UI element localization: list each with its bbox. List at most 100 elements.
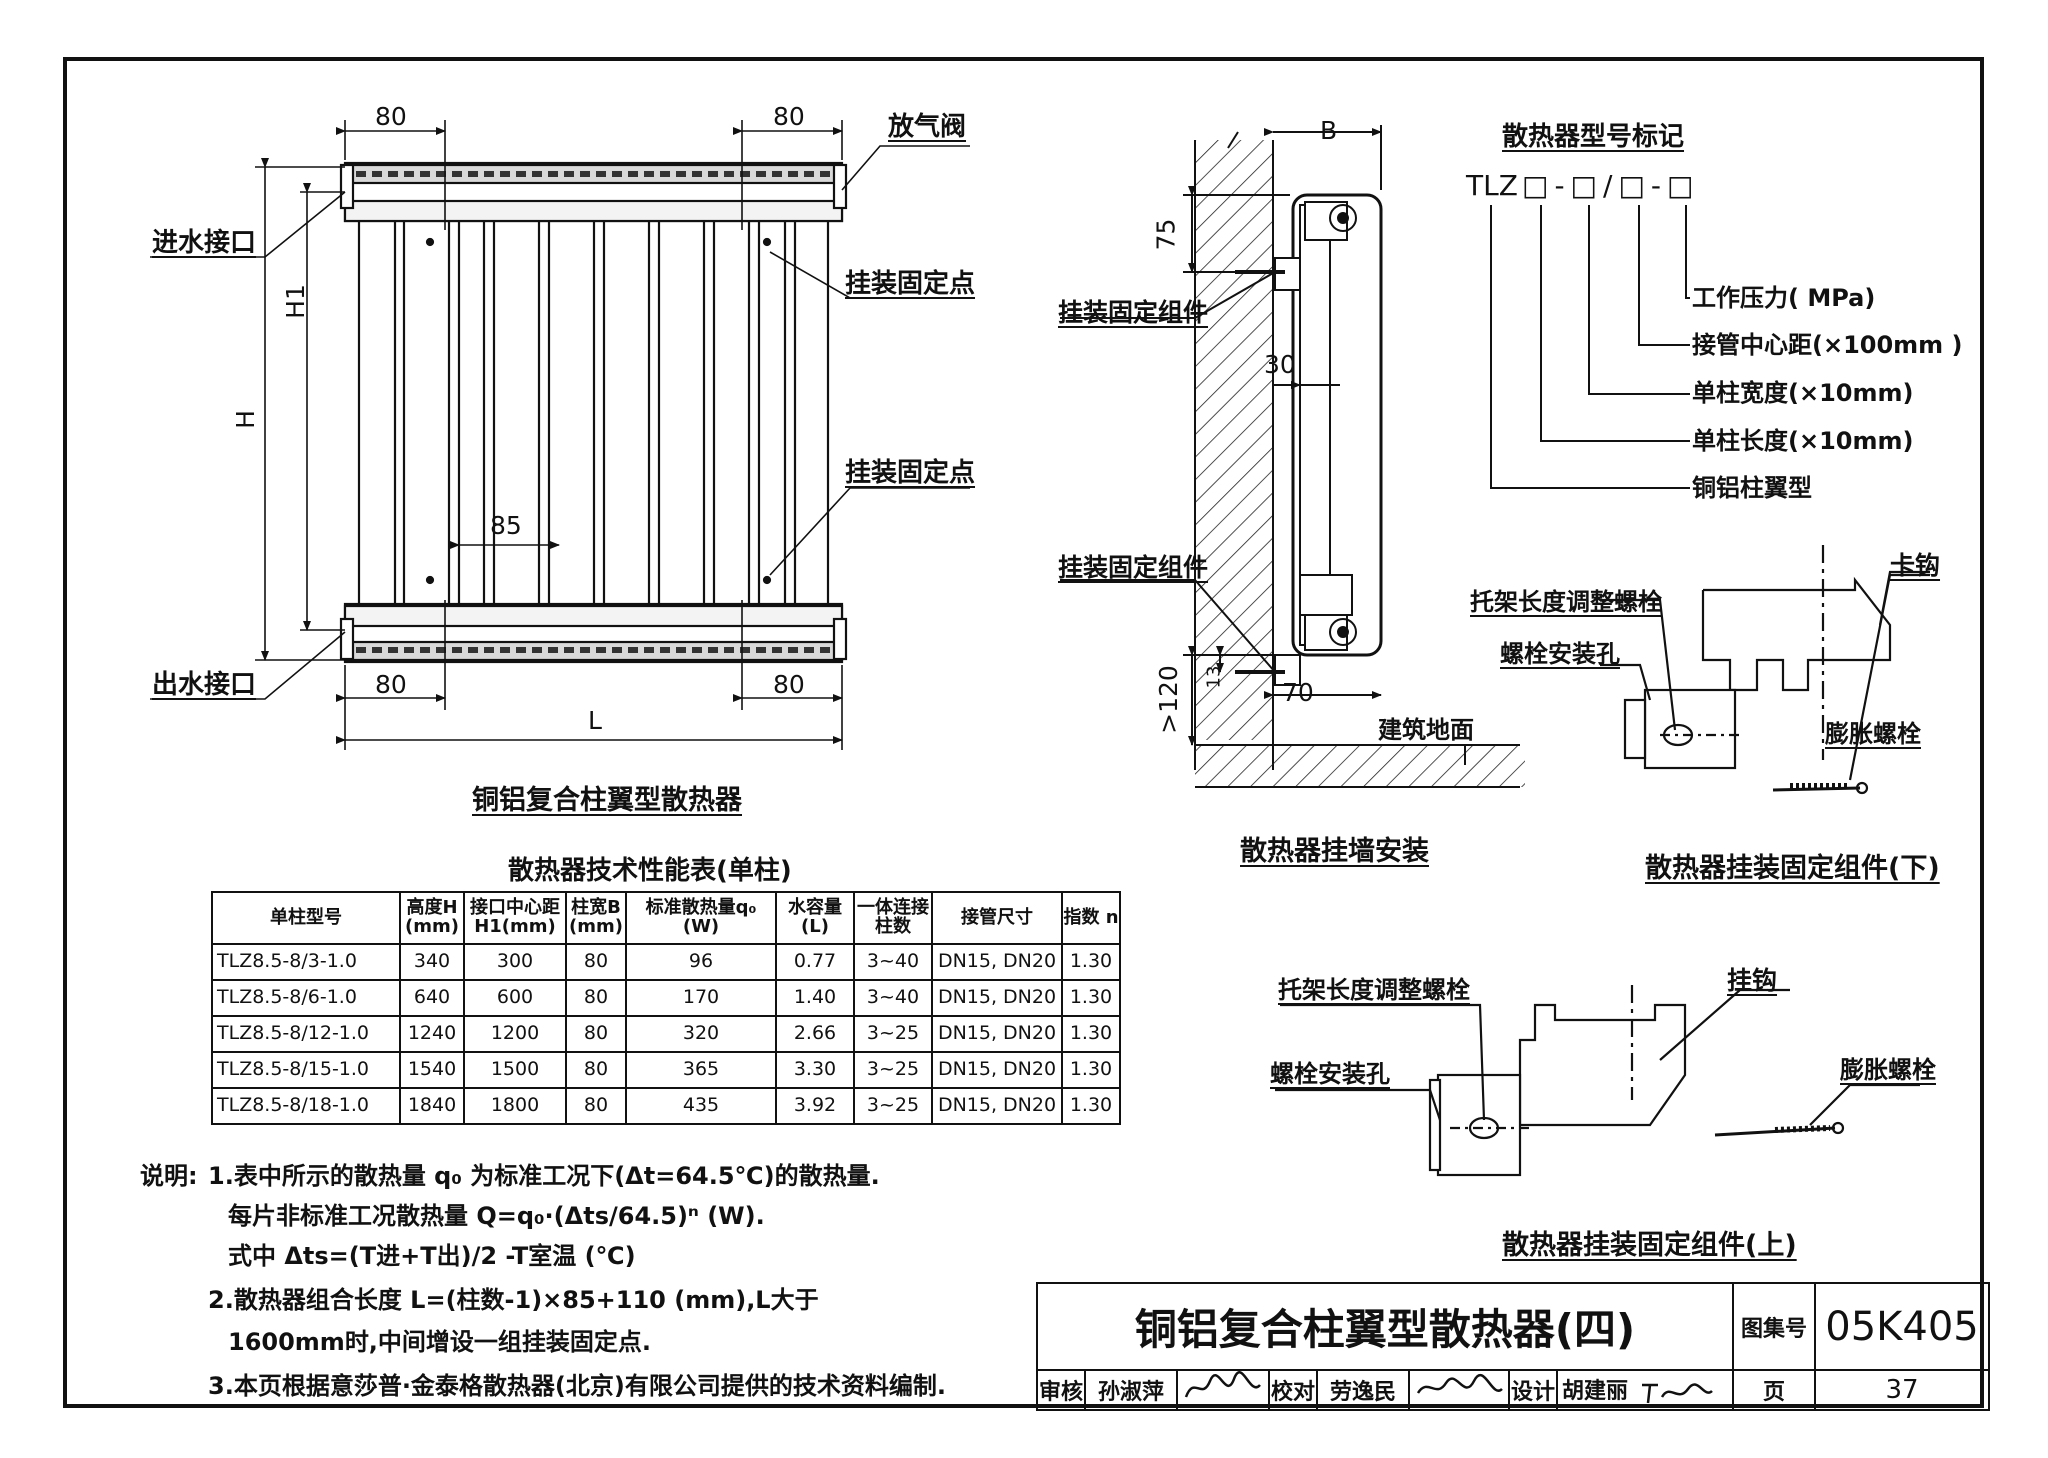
spec-cell-width: 80 [565, 943, 627, 981]
spec-cell-pipe-size: DN15, DN20 [931, 1015, 1063, 1053]
spec-cell-center-distance: 1500 [463, 1051, 567, 1089]
caption-bracket-lower: 散热器挂装固定组件(下) [1645, 853, 1940, 884]
bracket-upper-bolt-hole-label: 螺栓安装孔 [1270, 1060, 1390, 1088]
table-row: TLZ8.5-8/18-1.0 1840 1800 80 435 3.92 3~… [211, 1087, 1121, 1125]
dim-top-left: 80 [375, 102, 407, 131]
spec-header-width: 柱宽B (mm) [565, 891, 627, 945]
note-line-3: 式中 Δts=(T进+T出)/2 -T室温 (℃) [228, 1242, 636, 1270]
spec-header-columns: 一体连接 柱数 [853, 891, 933, 945]
design-label: 设计 [1508, 1369, 1558, 1411]
model-code-item-type: 铜铝柱翼型 [1692, 474, 1812, 502]
spec-cell-pipe-size: DN15, DN20 [931, 979, 1063, 1017]
spec-cell-heat-output: 96 [625, 943, 777, 981]
spec-cell-water-capacity: 1.40 [775, 979, 855, 1017]
spec-cell-pipe-size: DN15, DN20 [931, 1051, 1063, 1089]
sheet-border [63, 57, 1984, 1408]
spec-cell-height: 340 [399, 943, 465, 981]
spec-cell-heat-output: 365 [625, 1051, 777, 1089]
spec-header-water-capacity: 水容量 (L) [775, 891, 855, 945]
bracket-upper-hook-label: 挂钩 [1727, 966, 1778, 995]
spec-table-header-row: 单柱型号 高度H (mm) 接口中心距 H1(mm) 柱宽B (mm) 标准散热… [211, 891, 1121, 945]
spec-cell-heat-output: 320 [625, 1015, 777, 1053]
spec-cell-center-distance: 1200 [463, 1015, 567, 1053]
spec-cell-pipe-size: DN15, DN20 [931, 1087, 1063, 1125]
label-mount-point-upper: 挂装固定点 [845, 269, 976, 299]
spec-cell-columns: 3~25 [853, 1087, 933, 1125]
label-mount-assembly-lower: 挂装固定组件 [1058, 553, 1209, 582]
wall-install-section [1060, 125, 1525, 788]
spec-cell-index-n: 1.30 [1061, 943, 1121, 981]
spec-cell-width: 80 [565, 1015, 627, 1053]
spec-cell-center-distance: 300 [463, 943, 567, 981]
spec-cell-model: TLZ8.5-8/15-1.0 [211, 1051, 401, 1089]
bracket-upper-drawing [1275, 985, 1920, 1177]
dim-H: H [230, 410, 260, 429]
model-code-item-center-distance: 接管中心距(×100mm ) [1692, 331, 1963, 359]
spec-cell-model: TLZ8.5-8/18-1.0 [211, 1087, 401, 1125]
radiator-front-view [339, 161, 848, 664]
spec-header-index-n: 指数 n [1061, 891, 1121, 945]
designer-name: 胡建丽 [1562, 1379, 1629, 1404]
bracket-lower-expansion-bolt-label: 膨胀螺栓 [1825, 720, 1921, 748]
reviewer-signature [1176, 1369, 1270, 1411]
atlas-number: 05K405 [1814, 1282, 1990, 1371]
spec-cell-height: 1540 [399, 1051, 465, 1089]
note-line-1: 1.表中所示的散热量 q₀ 为标准工况下(Δt=64.5℃)的散热量. [208, 1162, 880, 1190]
spec-cell-columns: 3~25 [853, 1015, 933, 1053]
spec-cell-water-capacity: 0.77 [775, 943, 855, 981]
label-outlet: 出水接口 [152, 670, 257, 700]
spec-cell-columns: 3~40 [853, 943, 933, 981]
bracket-lower-drawing [1600, 545, 1930, 795]
label-mount-assembly-upper: 挂装固定组件 [1058, 298, 1209, 327]
checker-name: 劳逸民 [1316, 1369, 1410, 1411]
spec-cell-width: 80 [565, 1087, 627, 1125]
spec-header-pipe-size: 接管尺寸 [931, 891, 1063, 945]
note-line-4: 2.散热器组合长度 L=(柱数-1)×85+110 (mm),L大于 [208, 1286, 819, 1314]
spec-cell-heat-output: 170 [625, 979, 777, 1017]
drawing-title: 铜铝复合柱翼型散热器(四) [1036, 1282, 1734, 1371]
spec-cell-height: 1840 [399, 1087, 465, 1125]
checker-signature [1408, 1369, 1510, 1411]
table-row: TLZ8.5-8/3-1.0 340 300 80 96 0.77 3~40 D… [211, 943, 1121, 981]
caption-radiator-front: 铜铝复合柱翼型散热器 [472, 785, 742, 816]
bracket-lower-bolt-hole-label: 螺栓安装孔 [1500, 640, 1620, 668]
spec-cell-width: 80 [565, 979, 627, 1017]
note-line-5: 1600mm时,中间增设一组挂装固定点. [228, 1328, 652, 1356]
spec-cell-water-capacity: 2.66 [775, 1015, 855, 1053]
spec-table-title: 散热器技术性能表(单柱) [508, 856, 792, 886]
spec-cell-water-capacity: 3.30 [775, 1051, 855, 1089]
spec-cell-index-n: 1.30 [1061, 1015, 1121, 1053]
dim-B: B [1320, 116, 1338, 145]
spec-cell-center-distance: 600 [463, 979, 567, 1017]
page-number: 37 [1814, 1369, 1990, 1411]
model-code-leaders [1490, 205, 1690, 489]
dim-75: 75 [1151, 218, 1181, 251]
spec-cell-width: 80 [565, 1051, 627, 1089]
model-code-title: 散热器型号标记 [1502, 122, 1685, 152]
review-label: 审核 [1036, 1369, 1086, 1411]
spec-cell-model: TLZ8.5-8/12-1.0 [211, 1015, 401, 1053]
model-code-item-pressure: 工作压力( MPa) [1692, 284, 1876, 312]
caption-wall-install: 散热器挂墙安装 [1240, 836, 1429, 867]
dim-column-pitch: 85 [490, 511, 522, 540]
spec-header-heat-output: 标准散热量q₀ (W) [625, 891, 777, 945]
dim-H1: H1 [280, 284, 310, 319]
spec-cell-height: 640 [399, 979, 465, 1017]
spec-cell-water-capacity: 3.92 [775, 1087, 855, 1125]
table-row: TLZ8.5-8/6-1.0 640 600 80 170 1.40 3~40 … [211, 979, 1121, 1017]
dim-13: 13 [1203, 665, 1225, 689]
spec-cell-columns: 3~40 [853, 979, 933, 1017]
label-mount-point-lower: 挂装固定点 [845, 458, 976, 488]
label-air-valve: 放气阀 [888, 112, 967, 142]
reviewer-name: 孙淑萍 [1084, 1369, 1178, 1411]
bracket-lower-hook-label: 卡钩 [1890, 551, 1941, 580]
label-floor: 建筑地面 [1378, 716, 1474, 744]
spec-cell-index-n: 1.30 [1061, 979, 1121, 1017]
model-code-prefix: TLZ [1466, 169, 1518, 202]
note-line-2: 每片非标准工况散热量 Q=q₀·(Δts/64.5)ⁿ (W). [228, 1202, 765, 1230]
spec-cell-pipe-size: DN15, DN20 [931, 943, 1063, 981]
dim-L: L [588, 706, 602, 735]
designer-cell: 胡建丽 [1556, 1369, 1734, 1411]
